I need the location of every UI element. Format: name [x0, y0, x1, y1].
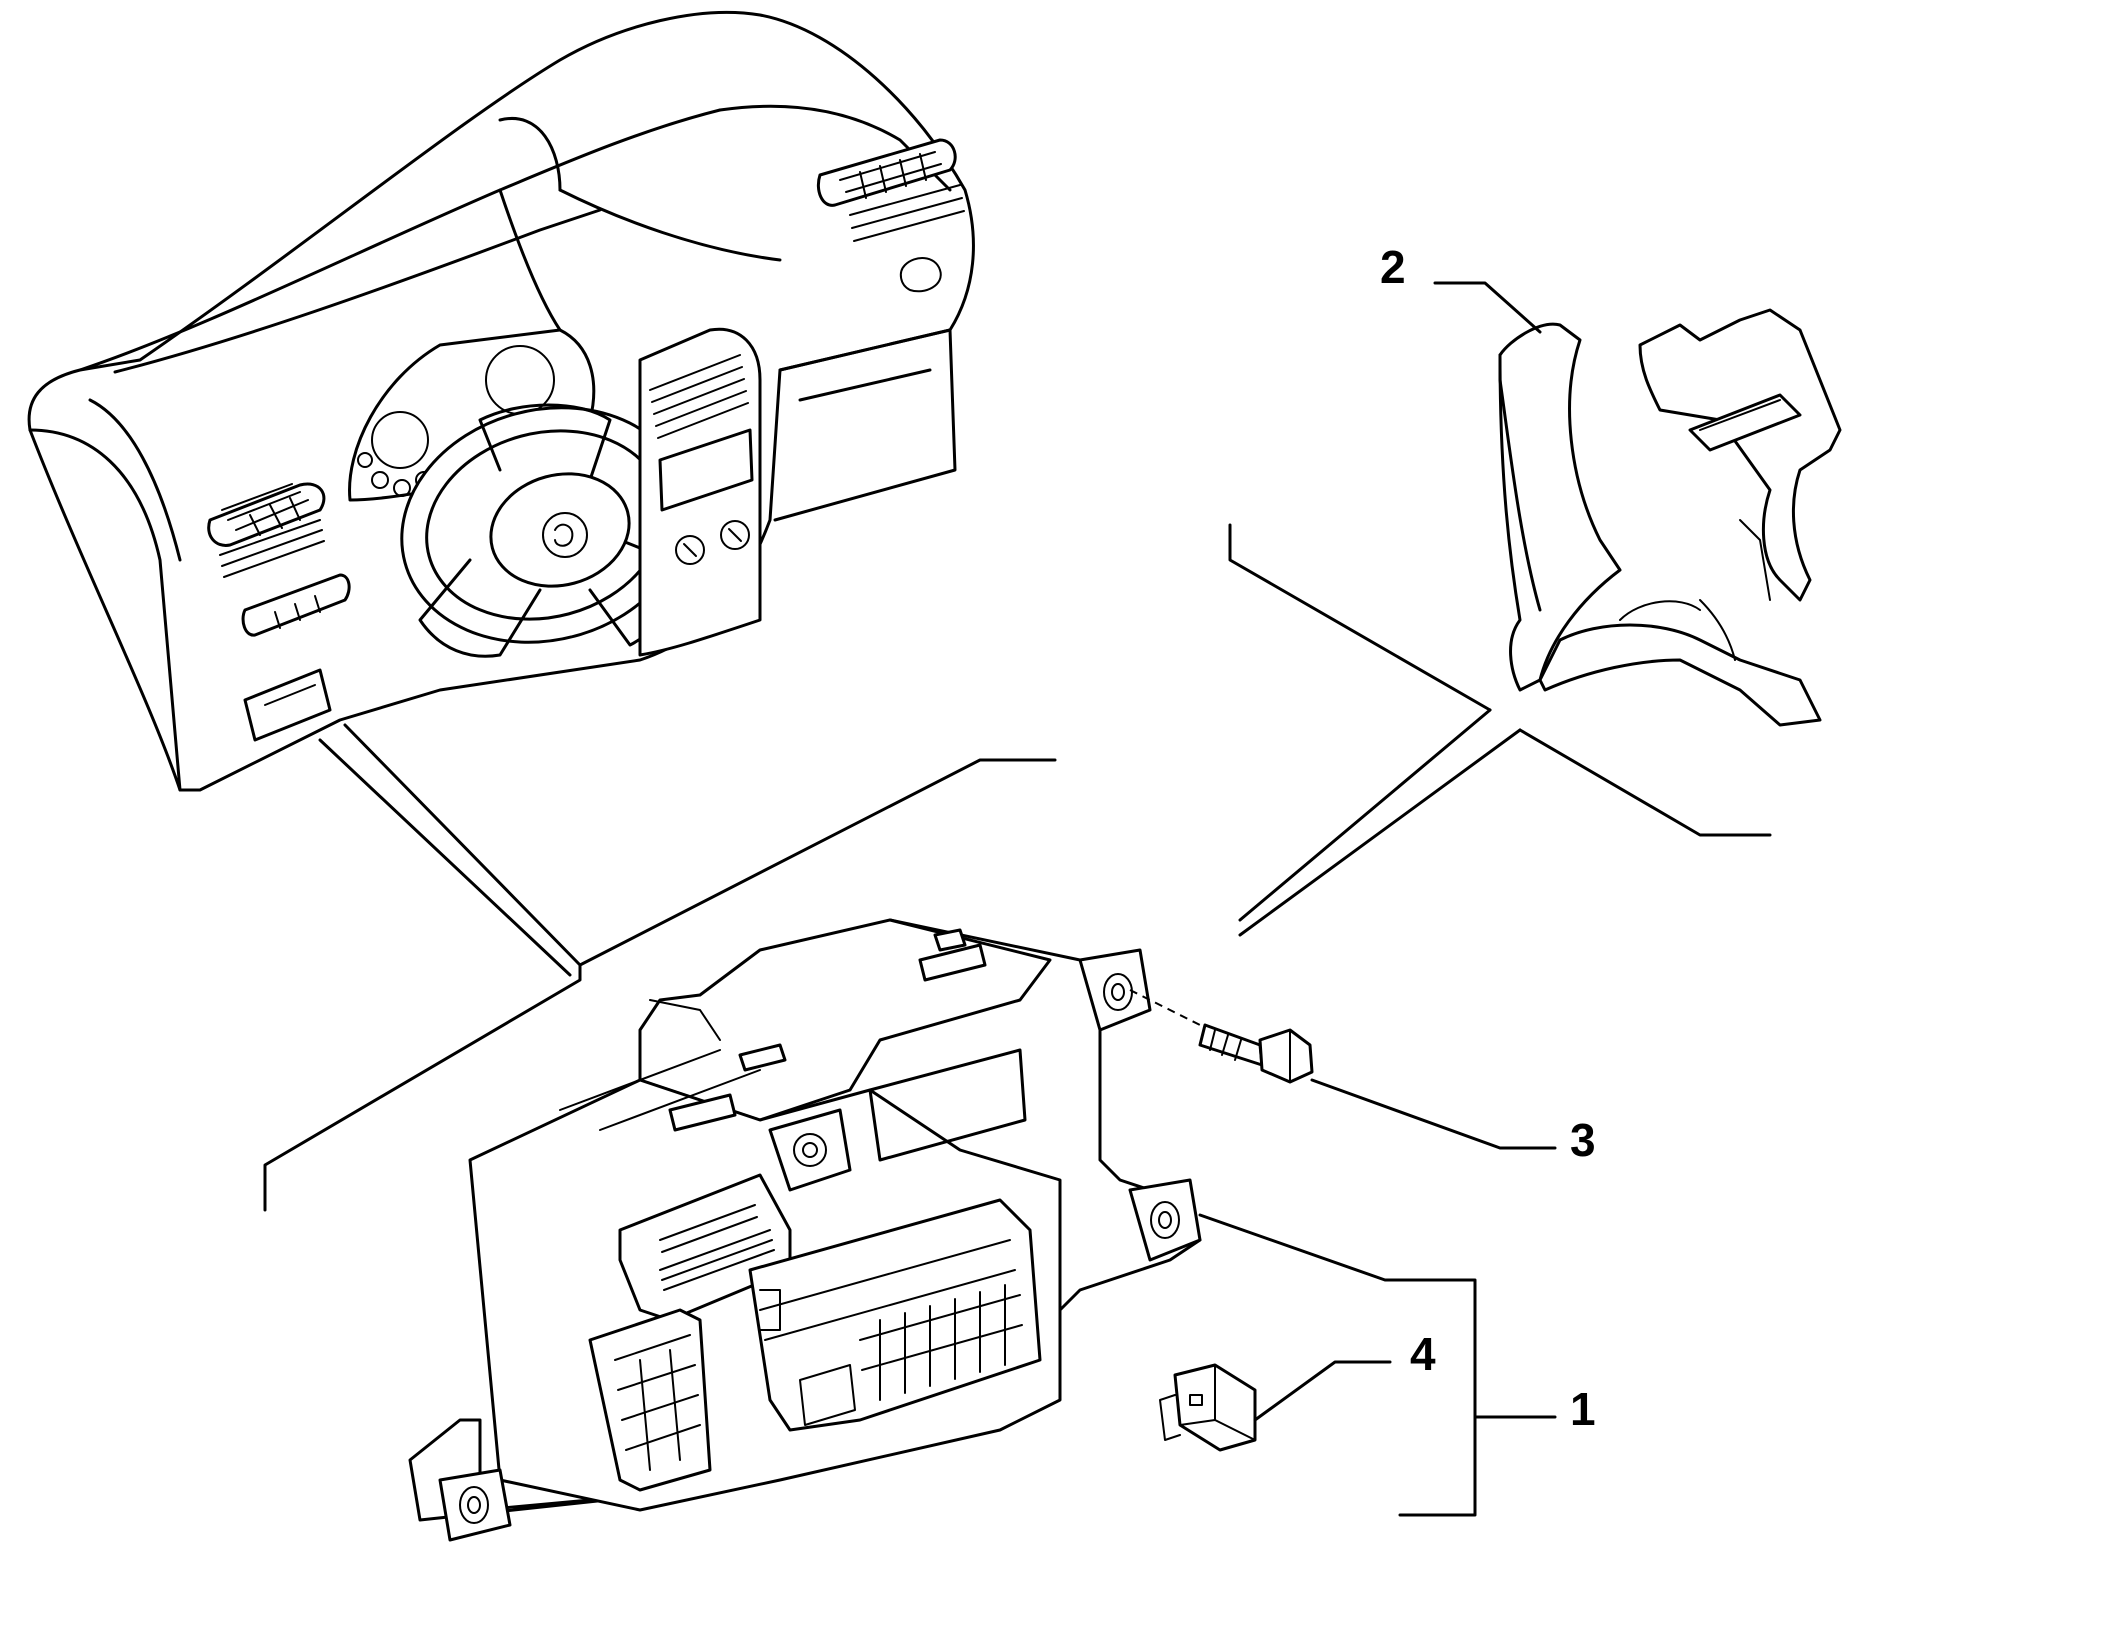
right-vent-grille — [839, 151, 942, 199]
callouts: 2 3 4 1 — [1380, 241, 1596, 1435]
vent-grille — [221, 483, 309, 536]
steering-wheel — [400, 403, 690, 658]
callout-2: 2 — [1380, 241, 1406, 293]
dashboard-illustration — [27, 10, 975, 977]
callout-3: 3 — [1570, 1114, 1596, 1166]
callout-4: 4 — [1410, 1328, 1436, 1380]
callout-1: 1 — [1570, 1383, 1596, 1435]
mounting-ear-bottom-left — [438, 1468, 512, 1542]
part-3-bolt — [1198, 1023, 1314, 1084]
leader-lines — [263, 281, 1772, 1517]
connector-pins-top — [659, 1204, 775, 1291]
fuse-grid — [799, 1284, 1023, 1426]
part-4-relay — [1159, 1363, 1257, 1452]
connector-pins-lower-left — [614, 1334, 701, 1471]
part-2-column-shroud — [1498, 308, 1842, 727]
mounting-ear-right — [1128, 1178, 1202, 1262]
part-1-body-control-unit — [408, 918, 1211, 1542]
mounting-ear-top-right — [1078, 948, 1152, 1032]
center-vent — [649, 354, 749, 439]
